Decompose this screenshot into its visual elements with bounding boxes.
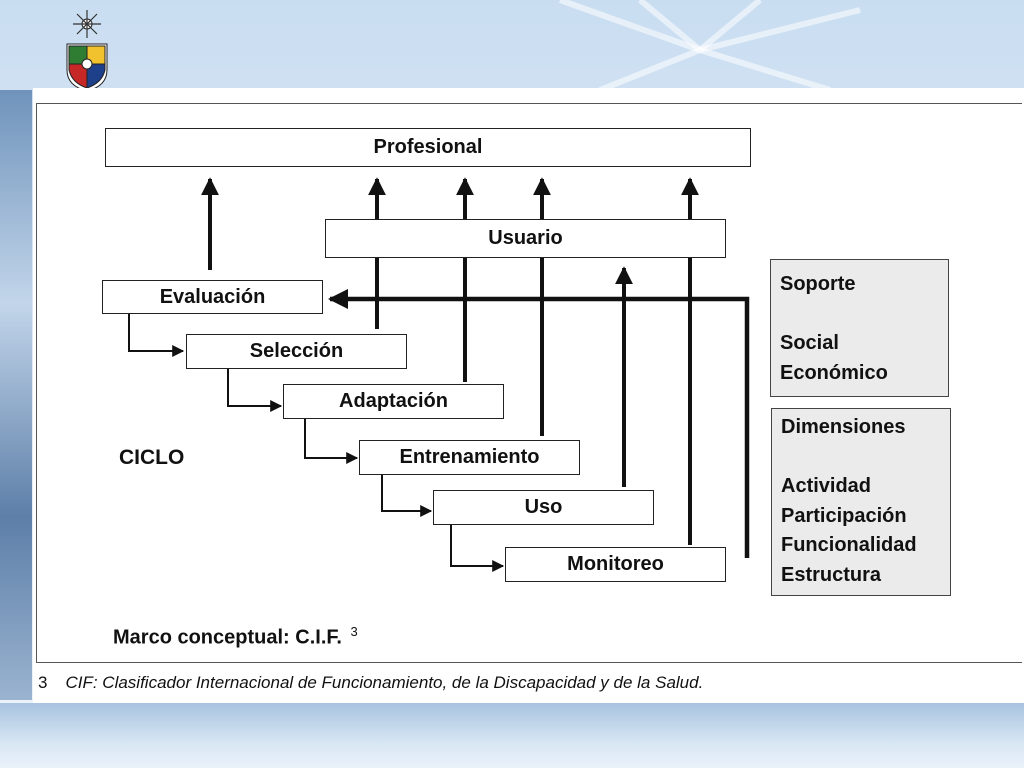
support-line-3: Económico [780, 361, 888, 384]
support-line-1: Soporte [780, 273, 856, 295]
step-uso: Uso [433, 490, 654, 525]
bottom-band [0, 703, 1024, 768]
footnote-number: 3 [38, 673, 48, 692]
professional-box: Profesional [105, 128, 751, 167]
dimension-item: Estructura [781, 563, 882, 586]
footnote: 3 CIF: Clasificador Internacional de Func… [38, 673, 703, 693]
connector-seleccion-adaptacion [227, 369, 283, 412]
connector-entrenamiento-uso [381, 474, 433, 517]
left-photo-strip [0, 90, 32, 700]
arrow-feedback-to-evaluacion [327, 288, 750, 558]
step-entrenamiento: Entrenamiento [359, 440, 580, 475]
support-spacer [780, 300, 939, 330]
dimension-item: Actividad [781, 475, 872, 497]
support-line-2: Social [780, 332, 839, 354]
connector-adaptacion-entrenamiento [304, 419, 359, 464]
step-adaptacion: Adaptación [283, 384, 504, 419]
footnote-text: CIF: Clasificador Internacional de Funci… [65, 673, 704, 692]
framework-ref: 3 [350, 624, 358, 639]
framework-label: Marco conceptual: C.I.F. 3 [113, 624, 358, 650]
step-label: Entrenamiento [399, 446, 540, 468]
dimensions-spacer [781, 443, 941, 473]
cycle-label: CICLO [119, 446, 185, 469]
dimensions-box: Dimensiones Actividad Participación Func… [771, 408, 951, 596]
footnote-band [33, 666, 1024, 703]
step-label: Adaptación [339, 390, 448, 412]
step-monitoreo: Monitoreo [505, 547, 726, 582]
framework-text: Marco conceptual: C.I.F. [113, 626, 342, 649]
step-label: Selección [249, 340, 344, 362]
connector-evaluacion-seleccion [128, 313, 185, 357]
user-box: Usuario [325, 219, 726, 258]
professional-label: Profesional [373, 136, 483, 158]
dimension-item: Participación [781, 504, 907, 527]
step-label: Monitoreo [567, 553, 664, 575]
step-evaluacion: Evaluación [102, 280, 323, 314]
dimensions-title: Dimensiones [781, 416, 906, 438]
dimension-item: Funcionalidad [781, 534, 917, 556]
user-label: Usuario [488, 227, 563, 249]
step-seleccion: Selección [186, 334, 407, 369]
connector-uso-monitoreo [450, 524, 505, 572]
support-box: Soporte Social Económico [770, 259, 949, 397]
university-crest-logo [66, 10, 108, 92]
diagram-frame [36, 103, 1022, 663]
step-label: Uso [524, 496, 563, 518]
step-label: Evaluación [159, 285, 266, 308]
